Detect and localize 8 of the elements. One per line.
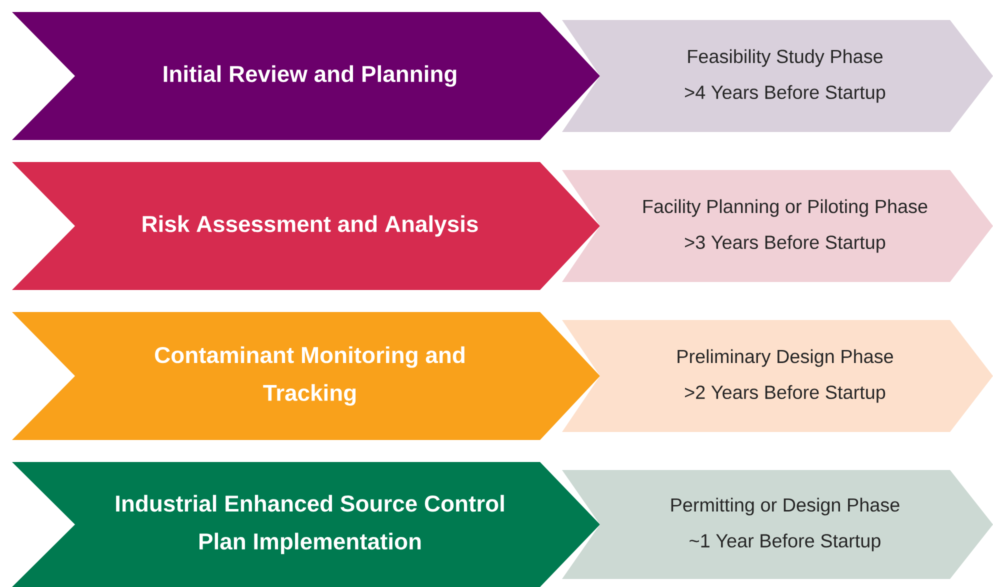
phase-band: Facility Planning or Piloting Phase >3 Years Before Startup	[562, 170, 993, 282]
step-band: Risk Assessment and Analysis	[12, 162, 600, 290]
step-band: Industrial Enhanced Source Control Plan Implementation	[12, 462, 600, 587]
phase-band: Preliminary Design Phase >2 Years Before Startup	[562, 320, 993, 432]
step-band: Contaminant Monitoring and Tracking	[12, 312, 600, 440]
phase-band: Feasibility Study Phase >4 Years Before Startup	[562, 20, 993, 132]
step-band: Initial Review and Planning	[12, 12, 600, 140]
phase-band: Permitting or Design Phase ~1 Year Before Startup	[562, 470, 993, 579]
